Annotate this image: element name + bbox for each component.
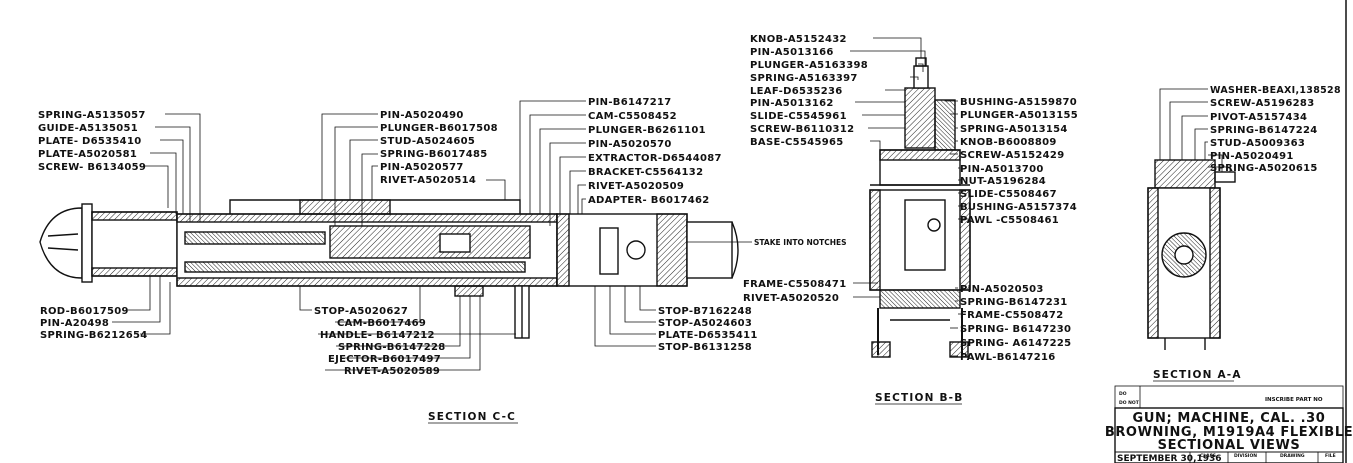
c-bottom-labels: STOP-A5020627 CAM-B6017469 HANDLE- B6147… xyxy=(314,306,758,377)
section-c-drawing xyxy=(39,199,739,339)
label-spring-b6212654: SPRING-B6212654 xyxy=(40,330,148,341)
label-bracket-c5564132: BRACKET-C5564132 xyxy=(588,167,703,178)
label-frame-c5508471: FRAME-C5508471 xyxy=(743,279,846,290)
label-handle-b6147212: HANDLE- B6147212 xyxy=(320,330,435,341)
label-plunger-b6261101: PLUNGER-B6261101 xyxy=(588,125,706,136)
label-stop-b7162248: STOP-B7162248 xyxy=(658,306,752,317)
label-bushing-a5157374: BUSHING-A5157374 xyxy=(960,202,1077,213)
label-rivet-a5020589: RIVET-A5020589 xyxy=(344,366,440,377)
label-pin-a20498: PIN-A20498 xyxy=(40,318,109,329)
section-a-drawing xyxy=(1147,159,1236,350)
section-c-title: SECTION C-C xyxy=(428,411,516,423)
label-screw-a5152429: SCREW-A5152429 xyxy=(960,150,1064,161)
stake-note: STAKE INTO NOTCHES xyxy=(754,238,847,247)
label-stud-a5009363: STUD-A5009363 xyxy=(1210,138,1305,149)
label-pin-a5013700: PIN-A5013700 xyxy=(960,164,1044,175)
label-plate-a5020581: PLATE-A5020581 xyxy=(38,149,137,160)
label-ejector-b6017497: EJECTOR-B6017497 xyxy=(328,354,441,365)
label-pin-b6147217: PIN-B6147217 xyxy=(588,97,672,108)
label-knob-b6008809: KNOB-B6008809 xyxy=(960,137,1057,148)
label-guide-a5135051: GUIDE-A5135051 xyxy=(38,123,138,134)
c-left-labels: SPRING-A5135057 GUIDE-A5135051 PLATE- D6… xyxy=(38,110,148,341)
title-do-not: DO NOT xyxy=(1119,400,1140,406)
label-spring-b6017485: SPRING-B6017485 xyxy=(380,149,488,160)
title-cell-drawing: DRAWING xyxy=(1280,453,1305,459)
label-plate-d6535410: PLATE- D6535410 xyxy=(38,136,141,147)
label-spring-a5163397: SPRING-A5163397 xyxy=(750,73,858,84)
a-leaders xyxy=(1159,88,1231,172)
c-mid-labels: PIN-A5020490 PLUNGER-B6017508 STUD-A5024… xyxy=(380,110,498,186)
label-spring-a5135057: SPRING-A5135057 xyxy=(38,110,146,121)
title-line-3: SECTIONAL VIEWS xyxy=(1158,438,1301,453)
label-rivet-a5020509: RIVET-A5020509 xyxy=(588,181,684,192)
label-plunger-a5013155: PLUNGER-A5013155 xyxy=(960,110,1078,121)
label-plunger-a5163398: PLUNGER-A5163398 xyxy=(750,60,868,71)
label-pin-a5020577: PIN-A5020577 xyxy=(380,162,464,173)
title-date: SEPTEMBER 30,1936 xyxy=(1117,454,1222,463)
label-pin-a5020503: PIN-A5020503 xyxy=(960,284,1044,295)
label-cam-c5508452: CAM-C5508452 xyxy=(588,111,677,122)
label-spring-a6147225: SPRING- A6147225 xyxy=(960,338,1071,349)
title-cell-division: DIVISION xyxy=(1234,453,1257,459)
label-leaf-d6535236: LEAF-D6535236 xyxy=(750,86,843,97)
label-slide-c5545961: SLIDE-C5545961 xyxy=(750,111,847,122)
label-knob-a5152432: KNOB-A5152432 xyxy=(750,34,847,45)
label-screw-a5196283: SCREW-A5196283 xyxy=(1210,98,1314,109)
label-rod-b6017509: ROD-B6017509 xyxy=(40,306,129,317)
label-spring-b6147230: SPRING- B6147230 xyxy=(960,324,1071,335)
a-labels: WASHER-BEAXI,138528 SCREW-A5196283 PIVOT… xyxy=(1210,85,1341,174)
label-washer-beaxi: WASHER-BEAXI,138528 xyxy=(1210,85,1341,96)
label-base-c5545965: BASE-C5545965 xyxy=(750,137,844,148)
label-spring-b6147224: SPRING-B6147224 xyxy=(1210,125,1318,136)
label-pawl-c5508461: PAWL -C5508461 xyxy=(960,215,1059,226)
title-do: DO xyxy=(1119,391,1127,397)
label-rivet-a5020520: RIVET-A5020520 xyxy=(743,293,839,304)
title-inscribe: INSCRIBE PART NO xyxy=(1265,397,1323,403)
label-screw-b6110312: SCREW-B6110312 xyxy=(750,124,854,135)
label-pin-a5020490: PIN-A5020490 xyxy=(380,110,464,121)
label-spring-a5013154: SPRING-A5013154 xyxy=(960,124,1068,135)
b-labels: KNOB-A5152432 PIN-A5013166 PLUNGER-A5163… xyxy=(743,34,1078,363)
label-bushing-a5159870: BUSHING-A5159870 xyxy=(960,97,1077,108)
title-cell-class: CLASS xyxy=(1200,453,1216,459)
c-bottom-leaders xyxy=(299,286,656,371)
title-block xyxy=(1114,385,1344,463)
label-spring-a5020615: SPRING-A5020615 xyxy=(1210,163,1318,174)
label-pin-a5013162: PIN-A5013162 xyxy=(750,98,834,109)
label-frame-c5508472: FRAME-C5508472 xyxy=(960,310,1063,321)
title-line-1: GUN; MACHINE, CAL. .30 xyxy=(1133,411,1326,426)
label-spring-b6147228: SPRING-B6147228 xyxy=(338,342,446,353)
label-pin-a5013166: PIN-A5013166 xyxy=(750,47,834,58)
section-a-title: SECTION A-A xyxy=(1153,369,1242,381)
label-slide-c5508467: SLIDE-C5508467 xyxy=(960,189,1057,200)
c-mid-leaders xyxy=(321,113,506,226)
label-pin-a5020491: PIN-A5020491 xyxy=(1210,151,1294,162)
c-left-leaders xyxy=(112,113,201,335)
label-pawl-b6147216: PAWL-B6147216 xyxy=(960,352,1055,363)
label-pivot-a5157434: PIVOT-A5157434 xyxy=(1210,112,1307,123)
label-cam-b6017469: CAM-B6017469 xyxy=(337,318,426,329)
label-rivet-a5020514: RIVET-A5020514 xyxy=(380,175,476,186)
label-stop-b6131258: STOP-B6131258 xyxy=(658,342,752,353)
c-right-leaders xyxy=(519,100,752,243)
label-screw-b6134059: SCREW- B6134059 xyxy=(38,162,146,173)
section-b-title: SECTION B-B xyxy=(875,392,963,404)
label-stop-a5024603: STOP-A5024603 xyxy=(658,318,752,329)
title-cell-file: FILE xyxy=(1325,453,1336,459)
label-plate-d6535411: PLATE-D6535411 xyxy=(658,330,758,341)
label-pin-a5020570: PIN-A5020570 xyxy=(588,139,672,150)
label-spring-b6147231: SPRING-B6147231 xyxy=(960,297,1068,308)
c-right-labels: PIN-B6147217 CAM-C5508452 PLUNGER-B62611… xyxy=(588,97,847,247)
label-plunger-b6017508: PLUNGER-B6017508 xyxy=(380,123,498,134)
label-extractor-d6544087: EXTRACTOR-D6544087 xyxy=(588,153,722,164)
label-nut-a5196284: NUT-A5196284 xyxy=(960,176,1046,187)
label-adapter-b6017462: ADAPTER- B6017462 xyxy=(588,195,710,206)
label-stop-a5020627: STOP-A5020627 xyxy=(314,306,408,317)
label-stud-a5024605: STUD-A5024605 xyxy=(380,136,475,147)
b-leaders xyxy=(850,37,968,357)
title-line-2: BROWNING, M1919A4 FLEXIBLE xyxy=(1105,425,1353,440)
section-b-drawing xyxy=(869,57,971,358)
